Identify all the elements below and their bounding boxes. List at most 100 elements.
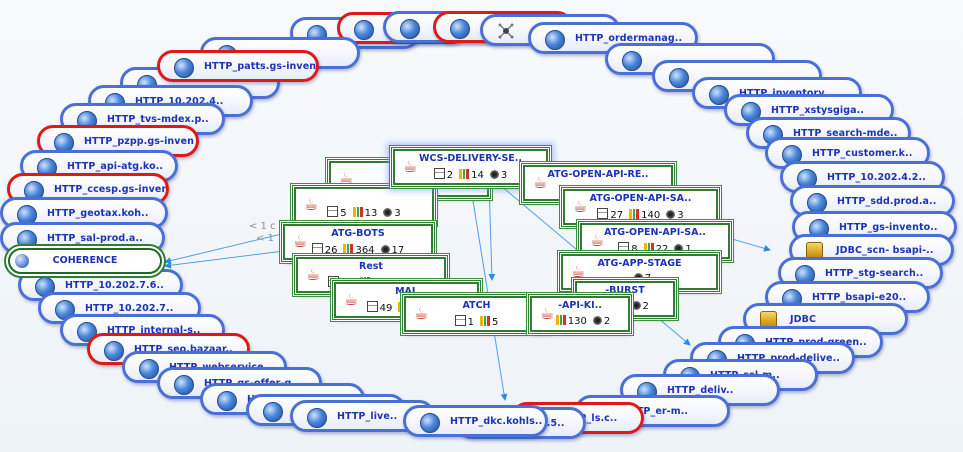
backend-node-label: HTTP_dkc.kohls.. [450, 416, 543, 427]
globe-icon [217, 391, 237, 411]
tier-name: MAL [395, 286, 418, 297]
backend-node-label: HTTP_seo.bazaar.. [134, 344, 233, 355]
tier-metric-value: 1 [685, 244, 692, 255]
backend-node-label: JDBC_scn- bsapi-.. [836, 245, 934, 256]
tier-name: WCS-DELIVERY-SE.. [419, 153, 522, 164]
calls-chart-icon [352, 207, 363, 217]
node-count-icon [327, 206, 339, 217]
tier-metric-value: 8 [631, 244, 638, 255]
globe-icon [669, 68, 689, 88]
backend-node-label: HTTP_sdd.prod.a.. [837, 196, 937, 207]
backend-node[interactable]: HTTP_dkc.kohls.. [403, 405, 548, 437]
tier-metric-value: 2 [446, 170, 454, 181]
globe-icon [400, 19, 420, 39]
node-count-icon [454, 315, 466, 326]
tier-metric-value: 364 [355, 245, 375, 256]
tier-name: -API-KI.. [558, 300, 602, 311]
tier-metric-value: 130 [567, 316, 587, 327]
globe-icon [174, 375, 194, 395]
health-icon [633, 273, 643, 282]
health-icon [666, 210, 676, 219]
health-icon [631, 301, 641, 310]
java-icon: ☕ [303, 195, 319, 214]
backend-node-label: HTTP_10.202.4.2.. [827, 172, 926, 183]
node-count-icon [311, 243, 323, 254]
backend-node-label: HTTP_10.202.4.. [135, 96, 224, 107]
tier-name: ATG-BOTS [331, 228, 385, 239]
calls-chart-icon [398, 302, 409, 312]
calls-chart-icon [643, 243, 654, 253]
backend-node-label: HTTP_live.. [337, 411, 398, 422]
tier-metric-value: 49 [379, 303, 393, 314]
java-icon: ☕ [572, 197, 588, 216]
globe-icon [807, 193, 827, 213]
globe-icon [104, 341, 124, 361]
globe-icon [545, 30, 565, 50]
tier-name: ATG-OPEN-API-SA.. [604, 227, 706, 238]
backend-node-label: HTTP_prod-delive.. [737, 353, 840, 364]
tier-metrics: 2 14 3 [395, 168, 546, 181]
globe-icon [139, 359, 159, 379]
edge-line [164, 249, 293, 269]
tier-metric-value: 5 [492, 317, 499, 328]
backend-node-label: HTTP_patts.gs-inven [204, 61, 317, 72]
backend-node-label: HTTP_deliv.. [667, 385, 734, 396]
java-icon: ☕ [343, 290, 359, 309]
edge-label: < 1 c [249, 221, 276, 232]
coherence-label: COHERENCE [52, 255, 118, 266]
coherence-node[interactable]: COHERENCE [8, 248, 162, 274]
node-count-icon [597, 208, 609, 219]
globe-icon [307, 408, 327, 428]
health-icon [489, 170, 499, 179]
tier-name: ATG-OPEN-API-SA.. [589, 193, 692, 204]
tier-node[interactable]: ☕ATG-OPEN-API-SA.. 27 140 3 [561, 187, 720, 227]
backend-node-label: HTTP_tvs-mdex.p.. [107, 114, 209, 125]
globe-icon [709, 85, 729, 105]
tier-metric-value: 14 [471, 170, 484, 181]
calls-chart-icon [459, 169, 470, 179]
globe-icon [622, 51, 642, 71]
backend-node-label: HTTP_10.202.7.6.. [65, 280, 164, 291]
backend-node-label: HTTP_gs-invento.. [839, 222, 938, 233]
tier-name: ATG-APP-STAGE [597, 258, 682, 269]
tier-metric-value: 140 [641, 210, 661, 221]
backend-node-label: HTTP_ordermanag.. [575, 33, 683, 44]
node-count-icon [433, 168, 445, 179]
tier-metric-value: 27 [610, 210, 624, 221]
backend-node-label: HTTP_pzpp.gs-inven [84, 136, 194, 147]
tier-metric-value: 3 [677, 210, 684, 221]
java-icon: ☕ [570, 262, 586, 281]
tier-metric-value: 1 [467, 317, 474, 328]
backend-node[interactable]: HTTP_patts.gs-inven [157, 50, 319, 82]
globe-icon [174, 58, 194, 78]
java-icon: ☕ [532, 173, 548, 192]
java-icon: ☕ [539, 304, 555, 323]
globe-icon [420, 413, 440, 433]
backend-node-label: HTTP_search-mde.. [793, 128, 898, 139]
tier-metrics: 27 140 3 [565, 208, 716, 221]
tier-metric-value: 22 [655, 244, 669, 255]
backend-node-label: JDBC [790, 314, 817, 325]
backend-node-label: HTTP_sal-prod.a.. [47, 233, 143, 244]
node-count-icon [327, 276, 339, 287]
backend-node-label: HTTP_inventory [739, 88, 825, 99]
tier-name: -BURST [605, 285, 645, 296]
calls-chart-icon [480, 316, 490, 326]
tier-metric-value: 3 [500, 170, 508, 181]
tier-name: ATG-OPEN-API-RE.. [547, 169, 649, 180]
tier-metric-value: 3 [394, 208, 401, 219]
backend-node-label: HTTP_ccesp.gs-inven [54, 184, 169, 195]
calls-chart-icon [555, 315, 566, 325]
calls-chart-icon [629, 209, 640, 219]
